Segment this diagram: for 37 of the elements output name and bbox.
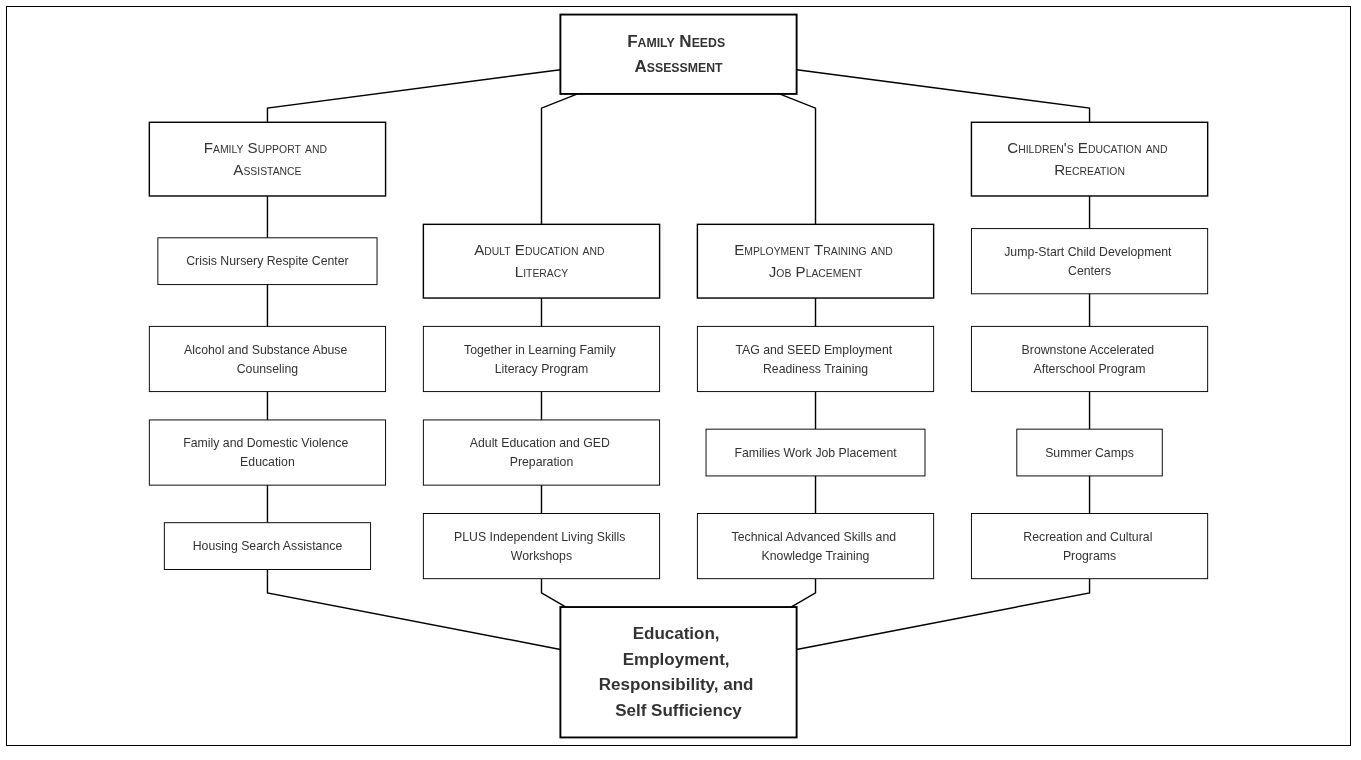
connector <box>266 484 269 524</box>
connector <box>1088 195 1091 230</box>
connector <box>778 93 817 226</box>
node-box: Family Needs Assessment <box>559 13 798 95</box>
connector <box>814 390 817 430</box>
node-box: Alcohol and Substance Abuse Counseling <box>148 325 387 393</box>
node-box: Technical Advanced Skills and Knowledge Training <box>696 513 935 580</box>
connector <box>814 297 817 328</box>
connector <box>540 578 567 608</box>
node-box: Brownstone Accelerated Afterschool Program <box>970 325 1209 393</box>
connector <box>266 390 269 421</box>
connector <box>790 578 817 608</box>
node-box: PLUS Independent Living Skills Workshops <box>422 513 661 580</box>
connector <box>266 283 269 328</box>
node-box: Education, Employment, Responsibility, and Self Sufficiency <box>559 606 798 739</box>
node-box: Together in Learning Family Literacy Program <box>422 325 661 393</box>
node-box: Housing Search Assistance <box>163 522 372 570</box>
node-box: Adult Education and Literacy <box>422 223 661 299</box>
node-box: Adult Education and GED Preparation <box>422 419 661 486</box>
node-box: Summer Camps <box>1016 428 1163 477</box>
node-box: Family Support and Assistance <box>148 121 387 197</box>
node-box: Family and Domestic Violence Education <box>148 419 387 486</box>
node-box: TAG and SEED Employment Readiness Training <box>696 325 935 393</box>
connector <box>540 390 543 421</box>
connector <box>814 475 817 515</box>
node-box: Crisis Nursery Respite Center <box>157 237 378 286</box>
node-box: Employment Training and Job Placement <box>696 223 935 299</box>
connector <box>1088 293 1091 328</box>
connector <box>540 484 543 515</box>
connector <box>540 297 543 328</box>
node-box: Jump-Start Child Development Centers <box>970 228 1209 295</box>
connector <box>266 195 269 239</box>
node-box: Recreation and Cultural Programs <box>970 513 1209 580</box>
node-box: Families Work Job Placement <box>705 428 926 477</box>
node-box: Children's Education and Recreation <box>970 121 1209 197</box>
connector <box>1088 475 1091 515</box>
connector <box>1088 390 1091 430</box>
